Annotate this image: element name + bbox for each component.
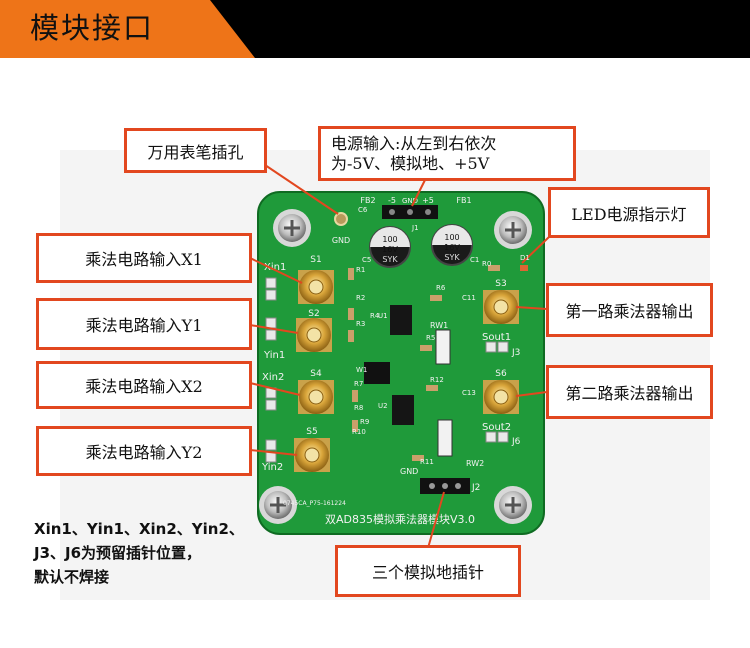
- silk-ref-r1: R1: [356, 266, 365, 274]
- screw-bottom-left: [259, 486, 297, 524]
- cap-text-value: 100: [382, 235, 397, 244]
- meter-probe-hole: [334, 212, 348, 226]
- power-input-line1: 电源输入:从左到右依次: [331, 133, 497, 153]
- silk-gnd: GND: [332, 236, 350, 245]
- silk-s1: S1: [310, 255, 321, 265]
- silk-j6: J6: [511, 437, 521, 447]
- screw-bottom-right: [494, 486, 532, 524]
- silk-rw1: RW1: [430, 321, 448, 330]
- silk-ref-r0: R0: [482, 260, 491, 268]
- silk-ref-r11: R11: [420, 458, 434, 466]
- silk-s6: S6: [495, 369, 507, 379]
- silk-gnd-pins: GND: [400, 467, 418, 476]
- silk-ref-c11: C11: [462, 294, 476, 302]
- silk-ref-r6: R6: [436, 284, 446, 292]
- silk-serial: 0745CA_P75-161224: [283, 500, 346, 507]
- silk-sout2: Sout2: [482, 422, 511, 433]
- silk-ref-r9: R9: [360, 418, 369, 426]
- silk-ref-r4: R4: [370, 312, 380, 320]
- silk-ref-r10: R10: [352, 428, 366, 436]
- screw-top-right: [494, 211, 532, 249]
- silk-s5: S5: [306, 427, 317, 437]
- power-input-line2: 为-5V、模拟地、+5V: [331, 153, 490, 173]
- callout-meter-hole: 万用表笔插孔: [124, 128, 267, 173]
- silk-ref-c13: C13: [462, 389, 476, 397]
- sma-connector-s3: [483, 290, 519, 324]
- callout-input-x2: 乘法电路输入X2: [36, 361, 252, 409]
- sma-connector-s1: [298, 270, 334, 304]
- silk-ref-r8: R8: [354, 404, 363, 412]
- pot-rw2: [437, 419, 453, 457]
- silk-rw2: RW2: [466, 459, 484, 468]
- note-line-2: J3、J6为预留插针位置，: [34, 544, 202, 562]
- silk-s3: S3: [495, 279, 506, 289]
- cap-text-voltage: 16V: [382, 245, 398, 254]
- silk-ref-r2: R2: [356, 294, 365, 302]
- callout-output-1: 第一路乘法器输出: [546, 283, 713, 337]
- svg-text:SYK: SYK: [444, 253, 460, 262]
- silk-j2: J2: [471, 483, 480, 493]
- svg-text:16V: 16V: [444, 243, 460, 252]
- silk-sout1: Sout1: [482, 332, 511, 343]
- silk-ref-u1: U1: [378, 312, 388, 320]
- silk-ref-c1: C1: [470, 256, 479, 264]
- callout-output-2: 第二路乘法器输出: [546, 365, 713, 419]
- jumper-w1: [364, 362, 390, 384]
- callout-input-y1: 乘法电路输入Y1: [36, 298, 252, 350]
- silk-xin2: Xin2: [262, 372, 284, 383]
- silk-board-title: 双AD835模拟乘法器模块V3.0: [325, 512, 475, 526]
- silk-fb2: FB2: [360, 196, 375, 205]
- silk-xin1: Xin1: [264, 262, 286, 273]
- silk-yin2: Yin2: [261, 462, 283, 473]
- silk-ref-w1: W1: [356, 366, 367, 374]
- svg-text:100: 100: [444, 233, 459, 242]
- silk-ref-d1: D1: [520, 254, 530, 262]
- header-banner: 模块接口: [0, 0, 750, 58]
- silk-s2: S2: [308, 309, 319, 319]
- silk-minus5: -5: [388, 196, 396, 205]
- callout-gnd-pins: 三个模拟地插针: [335, 545, 521, 597]
- screw-top-left: [273, 209, 311, 247]
- sma-connector-s2: [296, 318, 332, 352]
- silk-plus5: +5: [422, 196, 434, 205]
- silk-ref-j1: J1: [411, 224, 419, 232]
- sma-connector-s6: [483, 380, 519, 414]
- note-line-3: 默认不焊接: [34, 568, 110, 586]
- pot-rw1: [435, 329, 451, 365]
- header-accent: [0, 0, 255, 58]
- sma-connector-s5: [294, 438, 330, 472]
- silk-gnd-power: GND: [402, 197, 418, 205]
- callout-power-input: 电源输入:从左到右依次 为-5V、模拟地、+5V: [318, 126, 576, 181]
- silk-ref-r12: R12: [430, 376, 444, 384]
- cap-text-brand: SYK: [382, 255, 398, 264]
- silk-s4: S4: [310, 369, 322, 379]
- silk-yin1: Yin1: [263, 350, 285, 361]
- silk-ref-r7: R7: [354, 380, 363, 388]
- sma-connector-s4: [298, 380, 334, 414]
- silk-ref-u2: U2: [378, 402, 388, 410]
- capacitor-right: 100 16V SYK: [431, 224, 473, 266]
- silk-fb1: FB1: [456, 196, 471, 205]
- callout-led: LED电源指示灯: [548, 187, 710, 238]
- ic-u1: [390, 305, 412, 335]
- silk-ref-c5: C5: [362, 256, 371, 264]
- callout-input-y2: 乘法电路输入Y2: [36, 426, 252, 476]
- silk-ref-c6: C6: [358, 206, 368, 214]
- note-text: Xin1、Yin1、Xin2、Yin2、 J3、J6为预留插针位置， 默认不焊接: [34, 517, 294, 589]
- leader-lines: [249, 164, 550, 549]
- ic-u2: [392, 395, 414, 425]
- silk-ref-r3: R3: [356, 320, 365, 328]
- silk-ref-r5: R5: [426, 334, 435, 342]
- capacitor-left: 100 16V SYK: [369, 226, 411, 268]
- silk-j3: J3: [511, 348, 520, 358]
- page-title: 模块接口: [30, 11, 155, 45]
- callout-input-x1: 乘法电路输入X1: [36, 233, 252, 283]
- note-line-1: Xin1、Yin1、Xin2、Yin2、: [34, 520, 244, 538]
